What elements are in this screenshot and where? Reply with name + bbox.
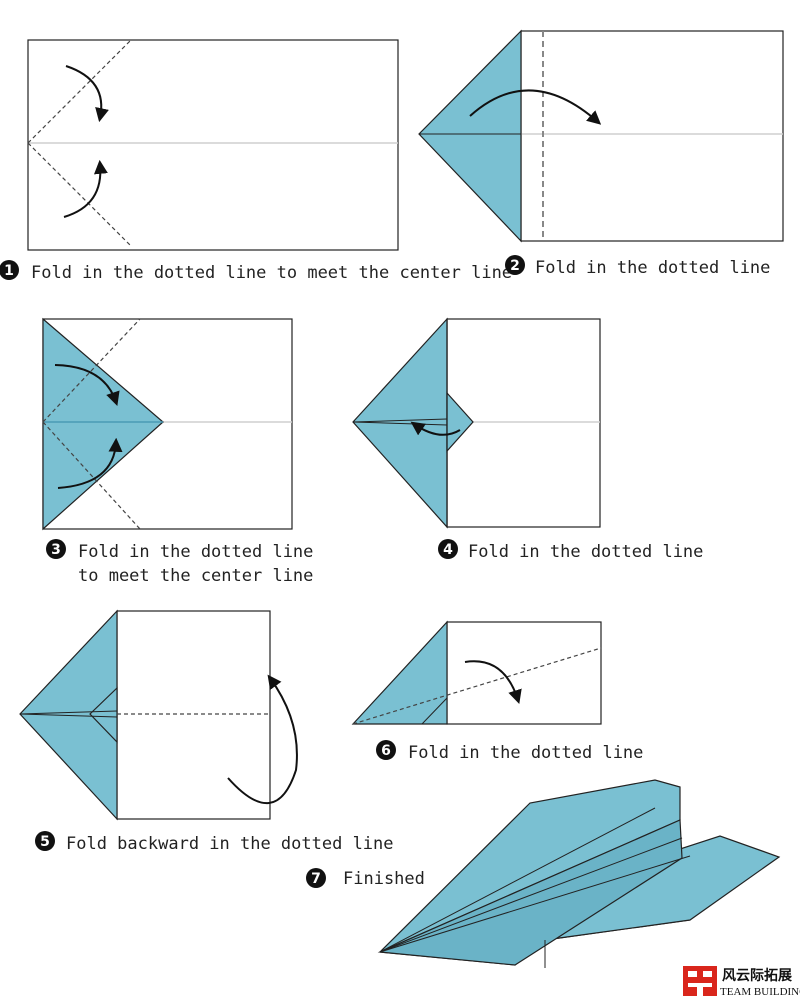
crease-line xyxy=(352,421,448,426)
step-number: 2 xyxy=(510,258,520,274)
step-1-caption: 1 Fold in the dotted line to meet the ce… xyxy=(0,260,512,283)
step-number-badge xyxy=(438,539,458,559)
logo-chinese-name: 风云际拓展 xyxy=(722,967,792,984)
step-number: 1 xyxy=(4,263,14,279)
step-3-diagram xyxy=(42,317,293,531)
crease-line xyxy=(379,807,656,953)
step-6-diagram xyxy=(351,620,602,725)
fold-arrow-icon xyxy=(227,674,298,805)
fold-arrow-icon xyxy=(65,65,109,123)
small-flap xyxy=(89,686,118,744)
paper-sheet xyxy=(27,39,399,251)
finished-paper-plane xyxy=(377,779,781,968)
paper-sheet xyxy=(520,30,784,242)
step-caption-line: Fold in the dotted line xyxy=(468,542,703,562)
step-caption-line: Fold backward in the dotted line xyxy=(66,834,394,854)
step-caption-line: Fold in the dotted line xyxy=(78,542,313,562)
step-number-badge xyxy=(505,255,525,275)
logo-mark-icon xyxy=(683,966,717,996)
crease-line xyxy=(379,837,683,953)
step-caption-line: Finished xyxy=(343,869,425,889)
step-4-caption: 4 Fold in the dotted line xyxy=(438,539,703,562)
folded-flap xyxy=(351,620,448,725)
step-2-caption: 2 Fold in the dotted line xyxy=(505,255,770,278)
step-number-badge xyxy=(306,868,326,888)
step-number-badge xyxy=(376,740,396,760)
brand-logo: 风云际拓展 TEAM BUILDING xyxy=(683,966,800,998)
crease-line xyxy=(19,710,118,715)
step-number-badge xyxy=(46,539,66,559)
fold-arrow-icon xyxy=(469,89,602,125)
crease-line xyxy=(421,697,448,725)
fold-dotted-line xyxy=(352,647,602,725)
step-number-badge xyxy=(0,260,19,280)
fold-arrow-icon xyxy=(63,159,108,218)
fold-arrow-icon xyxy=(57,437,123,489)
crease-line xyxy=(352,418,448,423)
crease-line xyxy=(379,855,691,953)
step-number: 3 xyxy=(51,542,61,558)
step-caption-line: to meet the center line xyxy=(78,566,313,586)
fold-arrow-icon xyxy=(410,421,461,436)
fold-dotted-line xyxy=(27,142,132,247)
logo-english-name: TEAM BUILDING xyxy=(720,986,800,998)
step-number: 4 xyxy=(443,542,453,558)
step-1-diagram xyxy=(27,39,399,251)
fold-dotted-line xyxy=(42,318,141,423)
folded-flap xyxy=(42,317,164,531)
step-4-diagram xyxy=(352,317,601,529)
paper-sheet xyxy=(116,610,271,820)
step-7-caption: 7 Finished xyxy=(306,868,425,889)
step-5-diagram xyxy=(19,609,298,821)
fold-dotted-line xyxy=(27,39,132,144)
step-5-caption: 5 Fold backward in the dotted line xyxy=(35,831,394,854)
step-number: 7 xyxy=(311,871,321,887)
step-number-badge xyxy=(35,831,55,851)
fold-dotted-line xyxy=(42,421,141,530)
folded-flap xyxy=(418,29,522,243)
fold-arrow-icon xyxy=(464,660,522,705)
step-number: 5 xyxy=(40,834,50,850)
step-caption-line: Fold in the dotted line to meet the cent… xyxy=(31,263,512,283)
step-number: 6 xyxy=(381,743,391,759)
paper-sheet xyxy=(446,621,602,725)
step-2-diagram xyxy=(418,29,784,243)
step-caption-line: Fold in the dotted line xyxy=(408,743,643,763)
step-caption-line: Fold in the dotted line xyxy=(535,258,770,278)
step-6-caption: 6 Fold in the dotted line xyxy=(376,740,643,763)
fold-arrow-icon xyxy=(54,364,120,406)
crease-line xyxy=(19,713,118,718)
step-3-caption: 3 Fold in the dotted line to meet the ce… xyxy=(46,539,313,586)
